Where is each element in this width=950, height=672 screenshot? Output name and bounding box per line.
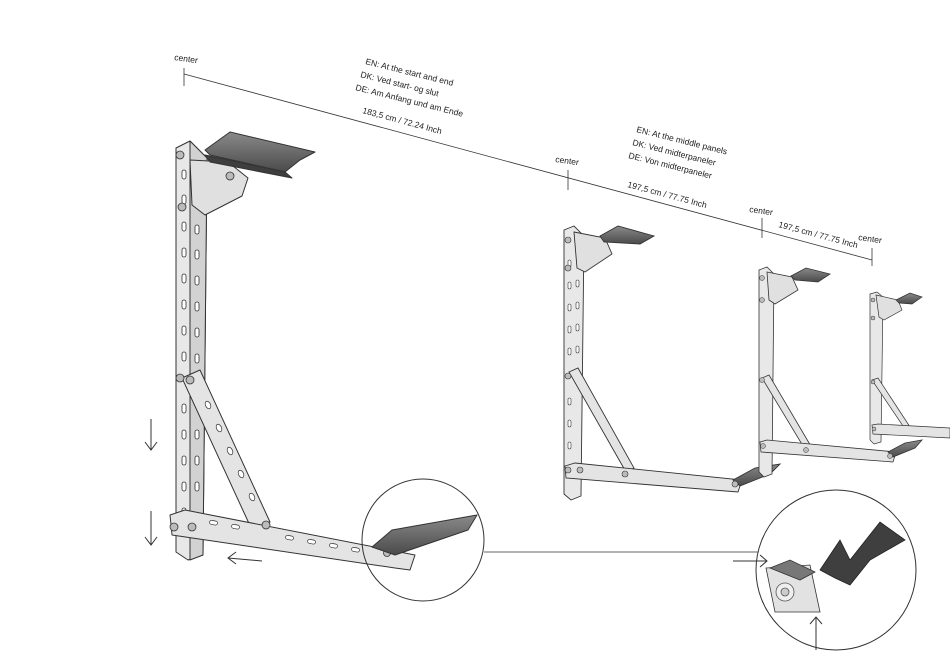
center-label-1: center — [174, 52, 199, 65]
detail-circle-right — [733, 490, 916, 650]
top-plate — [190, 160, 248, 215]
bracket-middle-1 — [564, 226, 780, 500]
middle-note: EN: At the middle panels DK: Ved midterp… — [628, 124, 729, 180]
arrow-left-icon — [228, 552, 262, 564]
center-label-2: center — [555, 154, 580, 167]
bracket-middle-3 — [870, 292, 950, 444]
bracket-middle-2 — [759, 267, 922, 477]
arrow-right-icon — [733, 555, 767, 567]
arrow-down-icon — [145, 511, 157, 545]
bracket-large — [170, 132, 477, 570]
center-label-3: center — [749, 204, 774, 217]
center-label-4: center — [858, 232, 883, 245]
arrow-down-icon — [145, 419, 157, 450]
dimension-middle-1: 197,5 cm / 77.75 Inch — [626, 179, 708, 210]
bottom-rail — [372, 515, 477, 555]
